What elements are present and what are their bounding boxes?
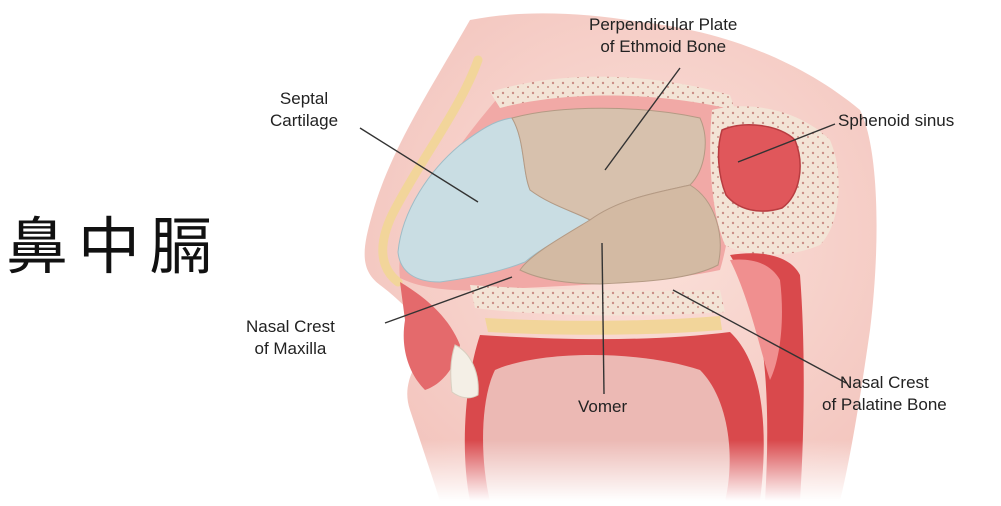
label-septal-cartilage-line2: Cartilage xyxy=(270,110,338,132)
label-nasal-crest-maxilla: Nasal Crest of Maxilla xyxy=(246,316,335,360)
label-perpendicular-plate-line2: of Ethmoid Bone xyxy=(589,36,737,58)
label-sphenoid-sinus-line1: Sphenoid sinus xyxy=(838,110,954,132)
label-nasal-crest-maxilla-line1: Nasal Crest xyxy=(246,316,335,338)
label-nasal-crest-palatine-line1: Nasal Crest xyxy=(822,372,947,394)
chinese-title: 鼻中膈 xyxy=(6,196,222,286)
label-nasal-crest-palatine: Nasal Crest of Palatine Bone xyxy=(822,372,947,416)
label-sphenoid-sinus: Sphenoid sinus xyxy=(838,110,954,132)
label-perpendicular-plate: Perpendicular Plate of Ethmoid Bone xyxy=(589,14,737,58)
label-septal-cartilage: Septal Cartilage xyxy=(270,88,338,132)
sphenoid-sinus-shape xyxy=(719,125,801,211)
label-nasal-crest-maxilla-line2: of Maxilla xyxy=(246,338,335,360)
label-septal-cartilage-line1: Septal xyxy=(270,88,338,110)
label-perpendicular-plate-line1: Perpendicular Plate xyxy=(589,14,737,36)
label-nasal-crest-palatine-line2: of Palatine Bone xyxy=(822,394,947,416)
label-vomer: Vomer xyxy=(578,396,627,418)
label-vomer-line1: Vomer xyxy=(578,396,627,418)
